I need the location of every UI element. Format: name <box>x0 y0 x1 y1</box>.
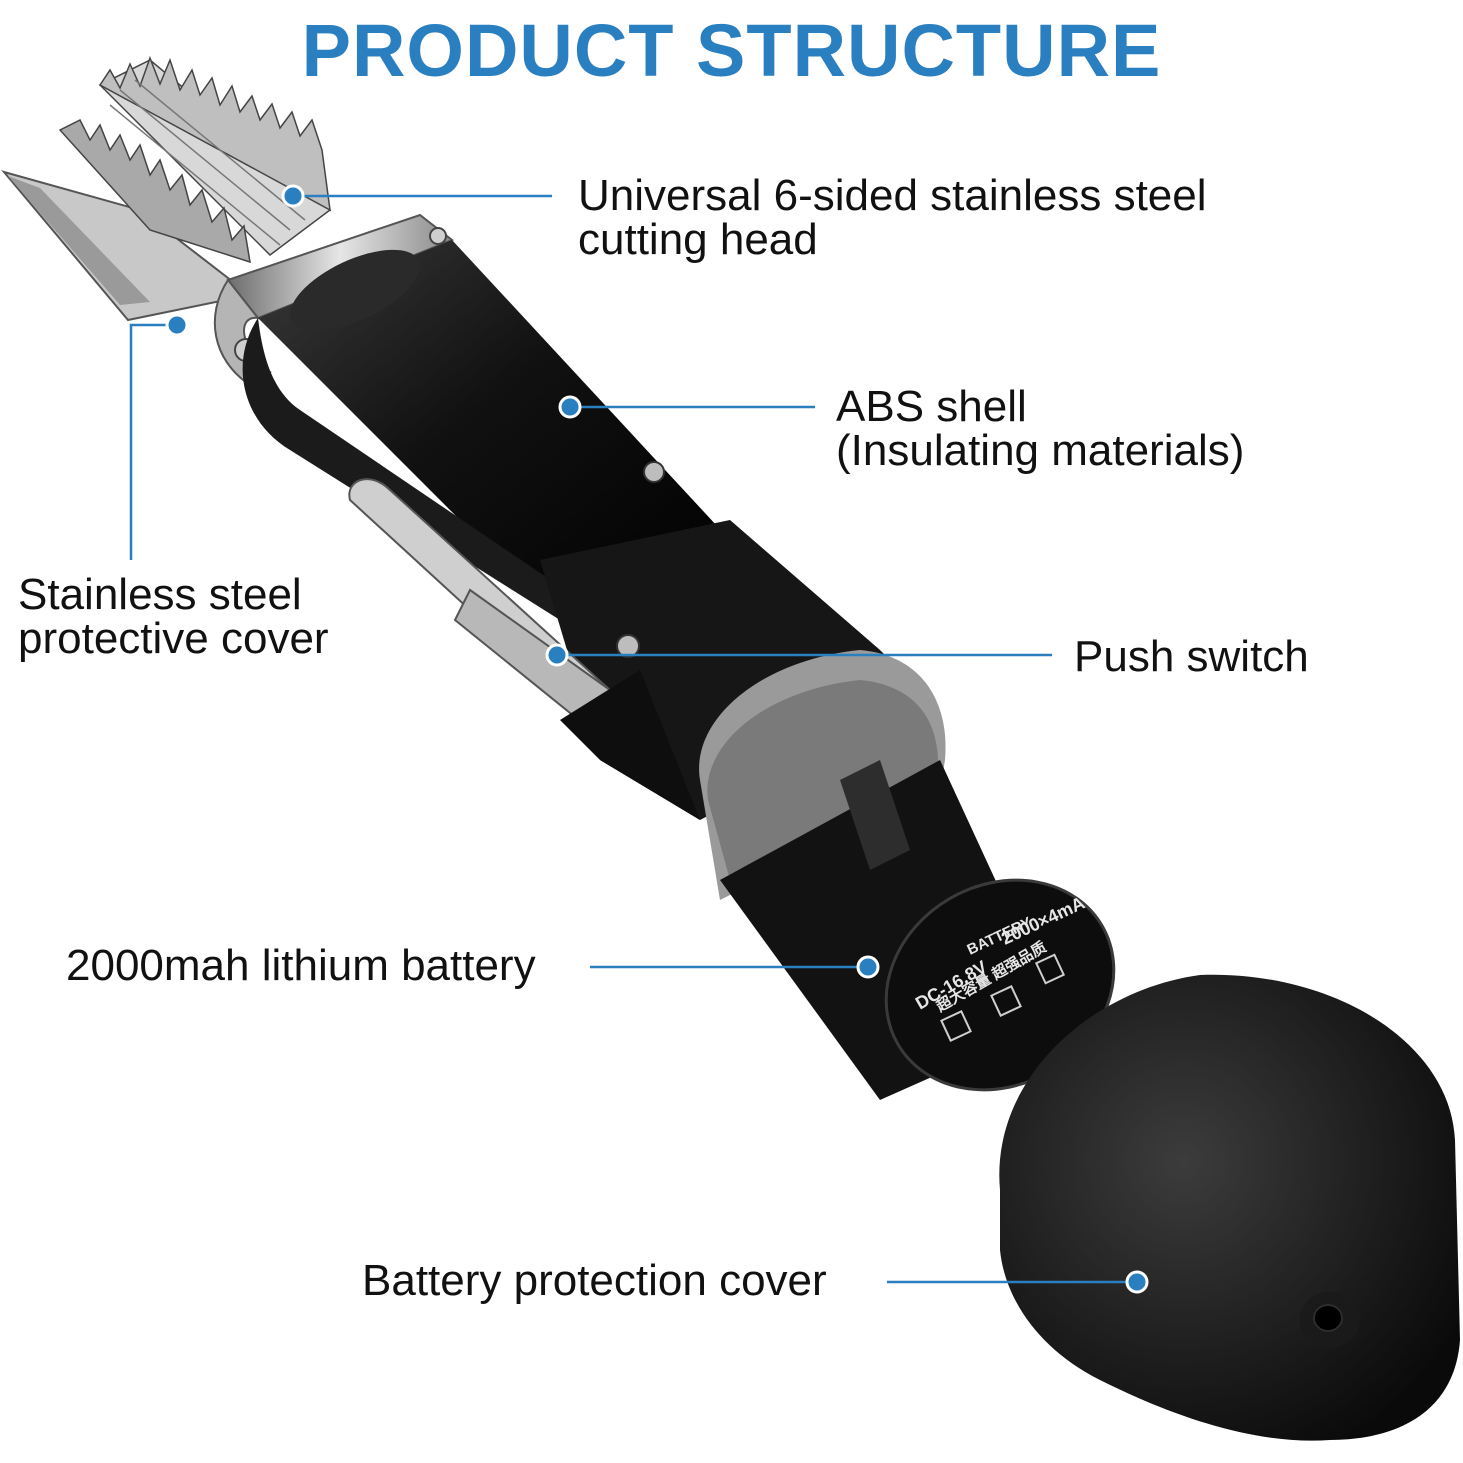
battery-illustration: BATTERY 2000×4mA DC-16.8V 超大容量 超强品质 <box>720 760 1116 1100</box>
callout-dot-push-switch <box>545 643 569 667</box>
callout-line: ABS shell <box>836 382 1027 431</box>
callout-dot-protective-cover <box>165 313 189 337</box>
callout-label-cutting-head: Universal 6-sided stainless steel cuttin… <box>578 174 1207 262</box>
callout-dot-cutting-head <box>281 184 305 208</box>
threaded-ring-illustration <box>699 650 946 900</box>
callout-label-protective-cover: Stainless steel protective cover <box>18 573 329 661</box>
callout-dot-battery <box>856 955 880 979</box>
battery-cover-illustration <box>999 974 1460 1441</box>
callout-lines <box>129 194 1137 1284</box>
callout-label-battery-cover: Battery protection cover <box>362 1259 827 1303</box>
callout-label-abs-shell: ABS shell (Insulating materials) <box>836 385 1244 473</box>
callout-line: Stainless steel <box>18 570 302 619</box>
cutting-head-illustration <box>58 55 332 264</box>
callout-label-push-switch: Push switch <box>1074 635 1309 679</box>
callout-dot-abs-shell <box>558 395 582 419</box>
callout-dot-battery-cover <box>1125 1270 1149 1294</box>
page-title: PRODUCT STRUCTURE <box>301 9 1162 92</box>
callout-label-battery: 2000mah lithium battery <box>66 944 536 988</box>
callout-line: protective cover <box>18 614 329 663</box>
callout-line: cutting head <box>578 215 818 264</box>
abs-shell-illustration <box>242 240 730 620</box>
callout-line: Battery protection cover <box>362 1256 827 1305</box>
leader-line-protective-cover <box>129 323 177 560</box>
callout-line: (Insulating materials) <box>836 426 1245 475</box>
callout-line: Push switch <box>1074 632 1309 681</box>
callout-line: Universal 6-sided stainless steel <box>578 171 1207 220</box>
callout-dots <box>165 184 1149 1294</box>
callout-line: 2000mah lithium battery <box>66 941 536 990</box>
